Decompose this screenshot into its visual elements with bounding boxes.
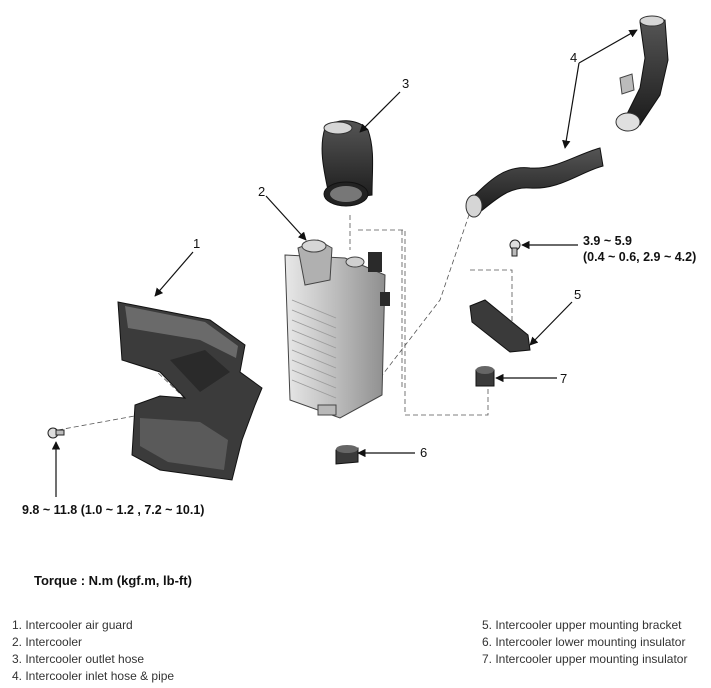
legend-item: 2. Intercooler xyxy=(12,635,83,649)
legend-item: 7. Intercooler upper mounting insulator xyxy=(482,652,688,666)
bracket-bolt-torque-line2: (0.4 ~ 0.6, 2.9 ~ 4.2) xyxy=(583,250,697,264)
torque-units-note: Torque : N.m (kgf.m, lb-ft) xyxy=(34,573,192,588)
parts-legend-right: 5. Intercooler upper mounting bracket 6.… xyxy=(482,617,687,668)
callout-4: 4 xyxy=(570,50,578,65)
parts-legend-left: 1. Intercooler air guard 2. Intercooler … xyxy=(12,617,174,685)
legend-item: 4. Intercooler inlet hose & pipe xyxy=(12,669,175,683)
legend-item: 3. Intercooler outlet hose xyxy=(12,652,145,666)
intercooler-core xyxy=(284,239,390,419)
intercooler-air-guard xyxy=(117,301,263,481)
callout-6: 6 xyxy=(420,445,428,460)
callout-7: 7 xyxy=(560,371,568,386)
callout-leader-lines xyxy=(51,29,638,497)
callout-3: 3 xyxy=(402,76,410,91)
bolt-icon xyxy=(47,427,65,439)
legend-item: 6. Intercooler lower mounting insulator xyxy=(482,635,686,649)
intercooler-inlet-hose-pipe xyxy=(465,15,669,218)
legend-item: 1. Intercooler air guard xyxy=(12,618,133,632)
bracket-bolt-torque-line1: 3.9 ~ 5.9 xyxy=(583,234,632,248)
air-guard-bolt-torque: 9.8 ~ 11.8 (1.0 ~ 1.2 , 7.2 ~ 10.1) xyxy=(22,503,205,517)
callout-1: 1 xyxy=(193,236,201,251)
upper-mounting-bracket xyxy=(469,299,531,353)
legend-item: 5. Intercooler upper mounting bracket xyxy=(482,618,682,632)
bolt-icon xyxy=(509,239,521,257)
intercooler-outlet-hose xyxy=(321,120,374,207)
lower-mounting-insulator xyxy=(335,445,359,465)
callout-2: 2 xyxy=(258,184,266,199)
callout-5: 5 xyxy=(574,287,582,302)
upper-mounting-insulator xyxy=(475,366,495,387)
